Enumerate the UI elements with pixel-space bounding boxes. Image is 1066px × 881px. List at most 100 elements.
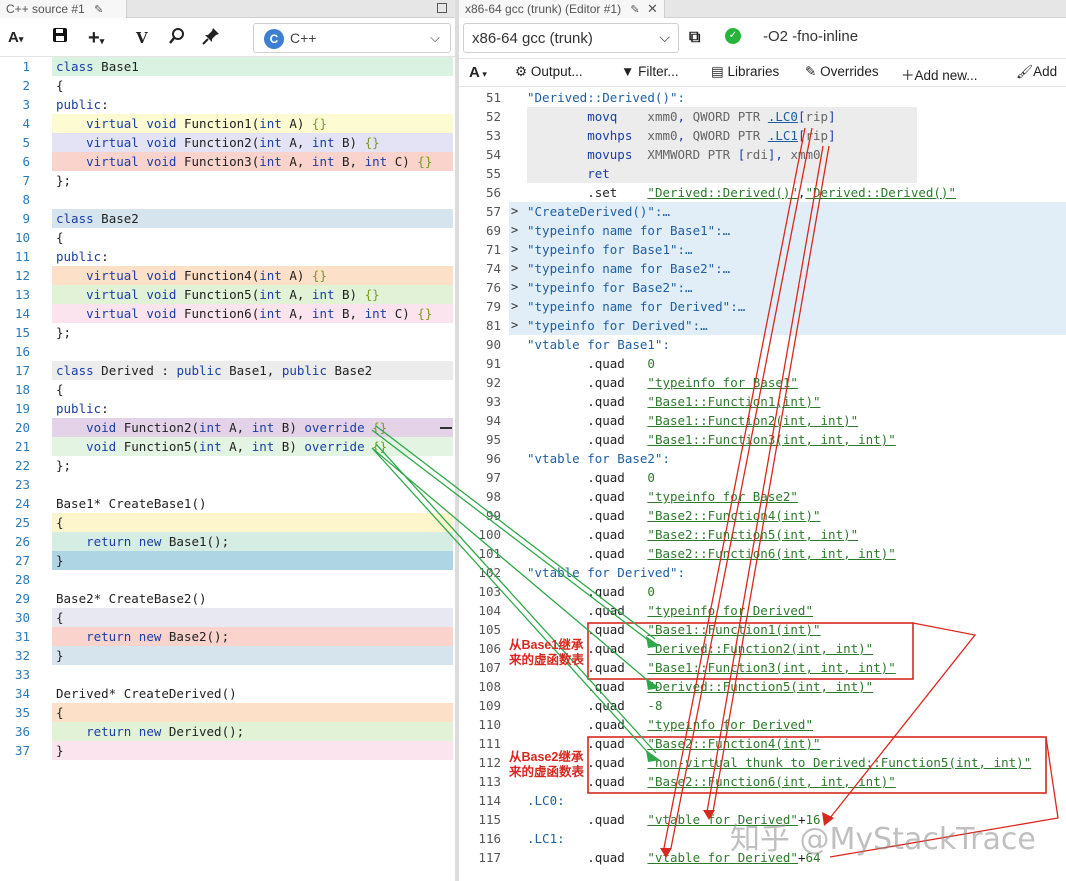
asm-line[interactable]: 54 movups XMMWORD PTR [rdi], xmm0 bbox=[459, 145, 1066, 164]
asm-line[interactable]: 93 .quad "Base1::Function1(int)" bbox=[459, 392, 1066, 411]
source-line[interactable]: 31 return new Base2(); bbox=[0, 627, 455, 646]
source-line[interactable]: 8 bbox=[0, 190, 455, 209]
source-line[interactable]: 18{ bbox=[0, 380, 455, 399]
source-line[interactable]: 15}; bbox=[0, 323, 455, 342]
source-line[interactable]: 14 virtual void Function6(int A, int B, … bbox=[0, 304, 455, 323]
fold-chevron-icon[interactable]: > bbox=[511, 280, 519, 294]
asm-line[interactable]: 55 ret bbox=[459, 164, 1066, 183]
source-line[interactable]: 37} bbox=[0, 741, 455, 760]
asm-line[interactable]: 114.LC0: bbox=[459, 791, 1066, 810]
source-line[interactable]: 6 virtual void Function3(int A, int B, i… bbox=[0, 152, 455, 171]
asm-line[interactable]: 100 .quad "Base2::Function5(int, int)" bbox=[459, 525, 1066, 544]
asm-line[interactable]: 105 .quad "Base1::Function1(int)" bbox=[459, 620, 1066, 639]
add-tool-menu[interactable]: 🖌Add bbox=[1016, 64, 1058, 79]
source-line[interactable]: 16 bbox=[0, 342, 455, 361]
external-link-icon[interactable]: ⧉ bbox=[689, 29, 701, 46]
filter-menu[interactable]: ▼ Filter... bbox=[621, 64, 679, 79]
vim-button[interactable]: V bbox=[136, 29, 148, 47]
source-line[interactable]: 13 virtual void Function5(int A, int B) … bbox=[0, 285, 455, 304]
fold-chevron-icon[interactable]: > bbox=[511, 299, 519, 313]
add-button[interactable]: +▾ bbox=[88, 27, 105, 49]
source-line[interactable]: 27} bbox=[0, 551, 455, 570]
asm-line[interactable]: 95 .quad "Base1::Function3(int, int, int… bbox=[459, 430, 1066, 449]
source-line[interactable]: 35{ bbox=[0, 703, 455, 722]
compiler-select[interactable]: x86-64 gcc (trunk) ⌵ bbox=[463, 23, 679, 53]
overrides-menu[interactable]: ✎ Overrides bbox=[805, 64, 879, 79]
fold-chevron-icon[interactable]: > bbox=[511, 261, 519, 275]
compiler-options-input[interactable]: -O2 -fno-inline bbox=[763, 28, 859, 45]
fold-marker-icon[interactable] bbox=[440, 427, 452, 429]
asm-line[interactable]: 76>"typeinfo for Base2":… bbox=[459, 278, 1066, 297]
output-menu[interactable]: ⚙ Output... bbox=[515, 64, 583, 79]
asm-line[interactable]: 51"Derived::Derived()": bbox=[459, 88, 1066, 107]
libraries-menu[interactable]: ▤ Libraries bbox=[711, 64, 780, 79]
asm-line[interactable]: 79>"typeinfo name for Derived":… bbox=[459, 297, 1066, 316]
source-line[interactable]: 25{ bbox=[0, 513, 455, 532]
pencil-icon[interactable]: ✎ bbox=[630, 4, 640, 16]
asm-line[interactable]: 69>"typeinfo name for Base1":… bbox=[459, 221, 1066, 240]
asm-line[interactable]: 92 .quad "typeinfo for Base1" bbox=[459, 373, 1066, 392]
asm-line[interactable]: 116.LC1: bbox=[459, 829, 1066, 848]
fold-chevron-icon[interactable]: > bbox=[511, 318, 519, 332]
fold-chevron-icon[interactable]: > bbox=[511, 242, 519, 256]
source-line[interactable]: 10{ bbox=[0, 228, 455, 247]
asm-line[interactable]: 97 .quad 0 bbox=[459, 468, 1066, 487]
source-line[interactable]: 33 bbox=[0, 665, 455, 684]
fold-chevron-icon[interactable]: > bbox=[511, 223, 519, 237]
add-new-menu[interactable]: ＋Add new... bbox=[901, 68, 978, 83]
asm-line[interactable]: 102"vtable for Derived": bbox=[459, 563, 1066, 582]
asm-line[interactable]: 110 .quad "typeinfo for Derived" bbox=[459, 715, 1066, 734]
check-icon[interactable]: ✓ bbox=[725, 28, 741, 44]
source-line[interactable]: 28 bbox=[0, 570, 455, 589]
pin-icon[interactable] bbox=[202, 27, 220, 49]
source-line[interactable]: 5 virtual void Function2(int A, int B) {… bbox=[0, 133, 455, 152]
asm-line[interactable]: 108 .quad "Derived::Function5(int, int)" bbox=[459, 677, 1066, 696]
tab-compiler[interactable]: x86-64 gcc (trunk) (Editor #1) ✎ ✕ bbox=[459, 0, 665, 18]
asm-line[interactable]: 98 .quad "typeinfo for Base2" bbox=[459, 487, 1066, 506]
source-line[interactable]: 21 void Function5(int A, int B) override… bbox=[0, 437, 455, 456]
asm-line[interactable]: 74>"typeinfo name for Base2":… bbox=[459, 259, 1066, 278]
source-line[interactable]: 22}; bbox=[0, 456, 455, 475]
asm-line[interactable]: 57>"CreateDerived()":… bbox=[459, 202, 1066, 221]
asm-line[interactable]: 91 .quad 0 bbox=[459, 354, 1066, 373]
maximize-icon[interactable] bbox=[437, 3, 447, 13]
source-line[interactable]: 4 virtual void Function1(int A) {} bbox=[0, 114, 455, 133]
asm-line[interactable]: 56 .set "Derived::Derived()","Derived::D… bbox=[459, 183, 1066, 202]
font-size-button[interactable]: A▾ bbox=[8, 29, 24, 46]
source-line[interactable]: 36 return new Derived(); bbox=[0, 722, 455, 741]
asm-line[interactable]: 109 .quad -8 bbox=[459, 696, 1066, 715]
source-line[interactable]: 7}; bbox=[0, 171, 455, 190]
search-icon[interactable] bbox=[168, 27, 186, 49]
asm-line[interactable]: 71>"typeinfo for Base1":… bbox=[459, 240, 1066, 259]
language-select[interactable]: C C++ ⌵ bbox=[253, 23, 451, 53]
asm-line[interactable]: 104 .quad "typeinfo for Derived" bbox=[459, 601, 1066, 620]
close-icon[interactable]: ✕ bbox=[646, 1, 658, 16]
fold-chevron-icon[interactable]: > bbox=[511, 204, 519, 218]
font-size-button[interactable]: A ▾ bbox=[469, 64, 487, 81]
asm-line[interactable]: 52 movq xmm0, QWORD PTR .LC0[rip] bbox=[459, 107, 1066, 126]
source-line[interactable]: 26 return new Base1(); bbox=[0, 532, 455, 551]
asm-line[interactable]: 53 movhps xmm0, QWORD PTR .LC1[rip] bbox=[459, 126, 1066, 145]
asm-line[interactable]: 99 .quad "Base2::Function4(int)" bbox=[459, 506, 1066, 525]
source-line[interactable]: 32} bbox=[0, 646, 455, 665]
source-line[interactable]: 2{ bbox=[0, 76, 455, 95]
tab-cpp-source[interactable]: C++ source #1 ✎ bbox=[0, 0, 127, 18]
asm-line[interactable]: 94 .quad "Base1::Function2(int, int)" bbox=[459, 411, 1066, 430]
pencil-icon[interactable]: ✎ bbox=[94, 4, 104, 16]
source-line[interactable]: 12 virtual void Function4(int A) {} bbox=[0, 266, 455, 285]
asm-line[interactable]: 81>"typeinfo for Derived":… bbox=[459, 316, 1066, 335]
asm-line[interactable]: 101 .quad "Base2::Function6(int, int, in… bbox=[459, 544, 1066, 563]
save-icon[interactable] bbox=[52, 27, 68, 49]
source-line[interactable]: 30{ bbox=[0, 608, 455, 627]
source-line[interactable]: 20 void Function2(int A, int B) override… bbox=[0, 418, 455, 437]
